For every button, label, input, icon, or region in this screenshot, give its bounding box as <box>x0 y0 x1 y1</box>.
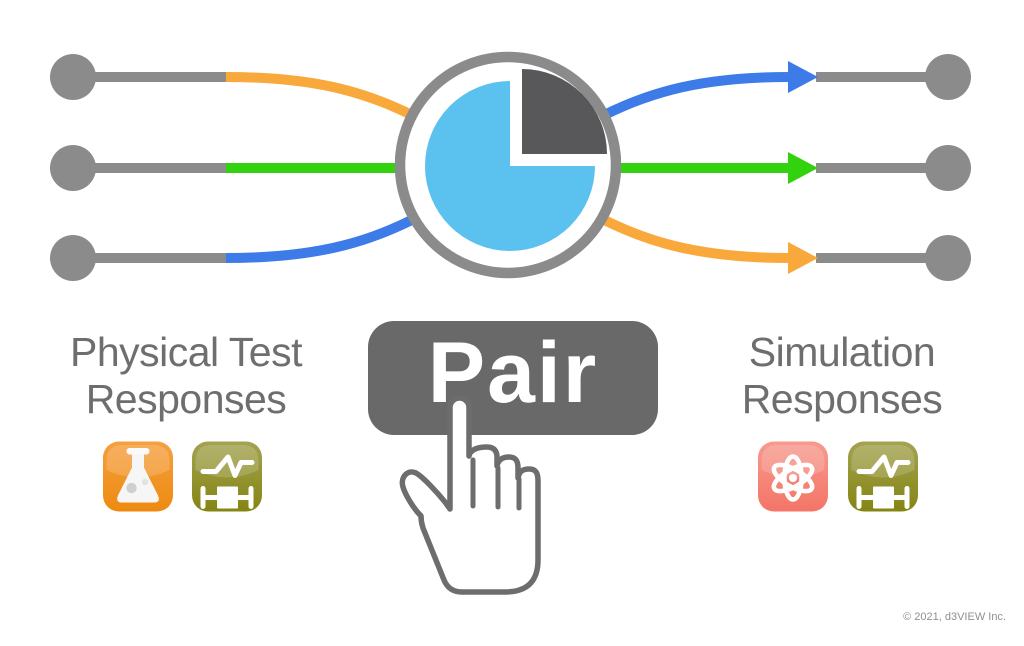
flask-icon <box>103 441 173 512</box>
simulation-label-line2: Responses <box>741 376 943 422</box>
green-arrowhead-icon <box>788 152 818 184</box>
right-node-2 <box>925 145 971 191</box>
response-curve-icon <box>192 441 262 512</box>
simulation-label-line1: Simulation <box>748 329 936 375</box>
atom-icon <box>758 441 828 512</box>
pie-chart-node <box>394 51 622 279</box>
physical-test-label: Physical Test Responses <box>31 329 341 423</box>
left-node-1 <box>50 54 96 100</box>
simulation-label: Simulation Responses <box>687 329 997 423</box>
left-node-3 <box>50 235 96 281</box>
copyright-text: © 2021, d3VIEW Inc. <box>903 611 1006 623</box>
orange-arrowhead-icon <box>788 242 818 274</box>
physical-test-label-line1: Physical Test <box>69 329 303 375</box>
pie-slice-dark <box>522 69 607 154</box>
blue-arrowhead-icon <box>788 61 818 93</box>
pair-button[interactable]: Pair <box>368 321 658 435</box>
left-input-lines <box>73 72 228 263</box>
physical-test-label-line2: Responses <box>85 376 287 422</box>
right-node-1 <box>925 54 971 100</box>
pair-button-label: Pair <box>427 325 599 421</box>
left-node-2 <box>50 145 96 191</box>
response-curve-icon <box>848 441 918 512</box>
pie-slice-blue <box>425 81 595 251</box>
right-node-3 <box>925 235 971 281</box>
endpoint-nodes <box>50 54 971 281</box>
